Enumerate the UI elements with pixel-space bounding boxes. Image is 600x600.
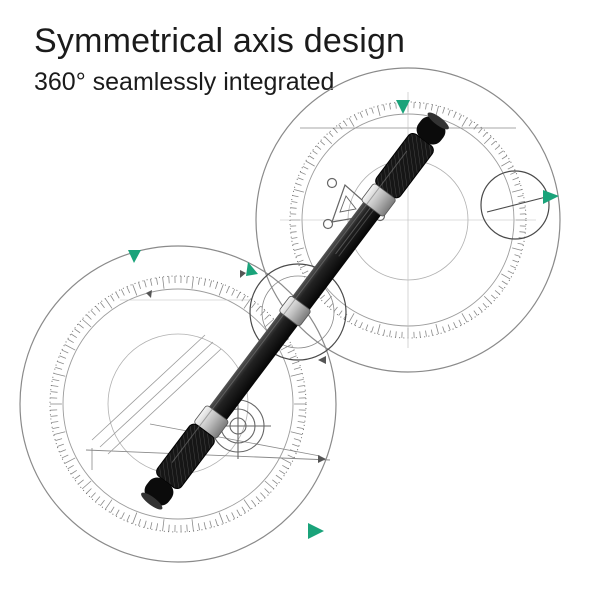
spinner-pen (141, 112, 449, 510)
green-marker-icon (128, 100, 559, 539)
headline: Symmetrical axis design (34, 22, 406, 60)
lower-dial-ticks (50, 276, 306, 532)
direction-marker-icon (146, 270, 326, 463)
pointer-ring (480, 170, 551, 240)
lower-dial (19, 245, 337, 563)
scale-ruler (91, 334, 222, 455)
upper-dial (255, 67, 561, 373)
subheadline: 360° seamlessly integrated (34, 68, 335, 96)
junction-ring (249, 263, 347, 361)
